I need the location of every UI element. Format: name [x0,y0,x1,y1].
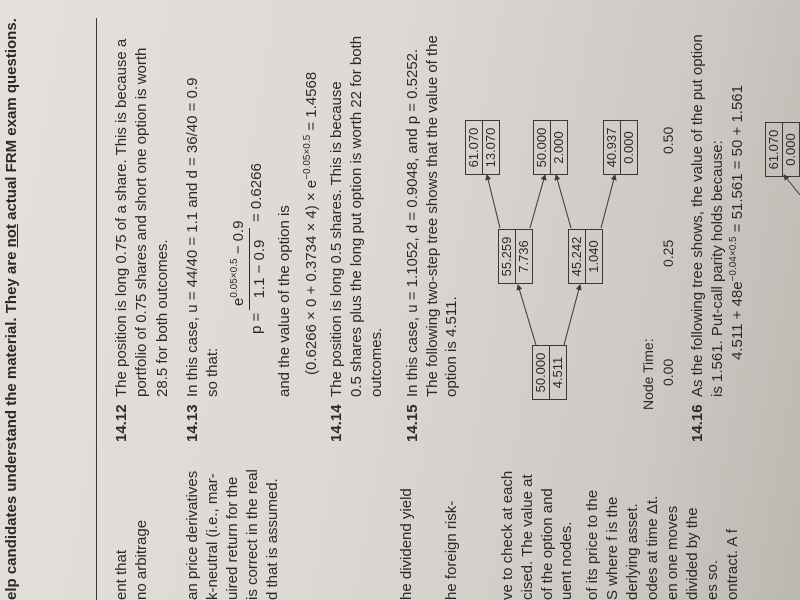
tree-arrow [600,174,617,229]
node-price: 61.070 [466,127,481,168]
node-time-label: Node Time: [640,338,656,410]
tree-arrow [783,174,800,196]
node-value: 2.000 [550,121,567,174]
tree-node-down: 45.242 1.040 [568,229,603,284]
node-value: 4.511 [549,346,566,399]
tree-node-uu: 61.070 13.070 [465,120,500,175]
node-price: 40.937 [604,127,619,168]
node-value: 7.736 [515,230,532,283]
tree-node-up: 55.259 7.736 [498,229,533,284]
node-time: 0.00 [660,358,676,386]
node-price: 45.242 [569,236,584,277]
node-value: 13.070 [482,121,499,174]
formula-pre: 4.511 + 48e [729,281,746,360]
formula-exponent: −0.04×0.5 [728,236,739,282]
tree-node-ud: 50.000 2.000 [533,120,568,175]
tree-arrow [485,174,501,229]
put-call-parity-formula: 4.511 + 48e−0.04×0.5 = 51.561 = 50 + 1.5… [728,85,747,360]
tree-arrow [516,284,537,346]
tree-node-dd: 40.937 0.000 [603,120,638,175]
formula-post: = 51.561 = 50 + 1.561 [729,85,746,237]
node-time: 0.25 [660,239,676,267]
answer-number: 14.16 [689,404,706,442]
node-value: 1.040 [585,230,602,283]
tree-arrow [529,174,547,229]
node-price: 55.259 [499,236,514,277]
node-value: 0.000 [620,121,637,174]
tree-arrow [554,174,572,229]
node-price: 61.070 [766,129,781,170]
tree-arrow [563,284,582,346]
tree-node-root: 50.000 4.511 [532,345,567,400]
node-value: 0.000 [782,123,799,176]
answer-line: As the following tree shows, the value o… [689,34,706,397]
answer-line: is 1.561. Put-call parity holds because: [709,140,726,397]
tree-node-partial: 61.070 0.000 [765,122,800,177]
node-time: 0.50 [660,126,676,154]
node-price: 50.000 [533,352,548,393]
node-price: 50.000 [534,127,549,168]
